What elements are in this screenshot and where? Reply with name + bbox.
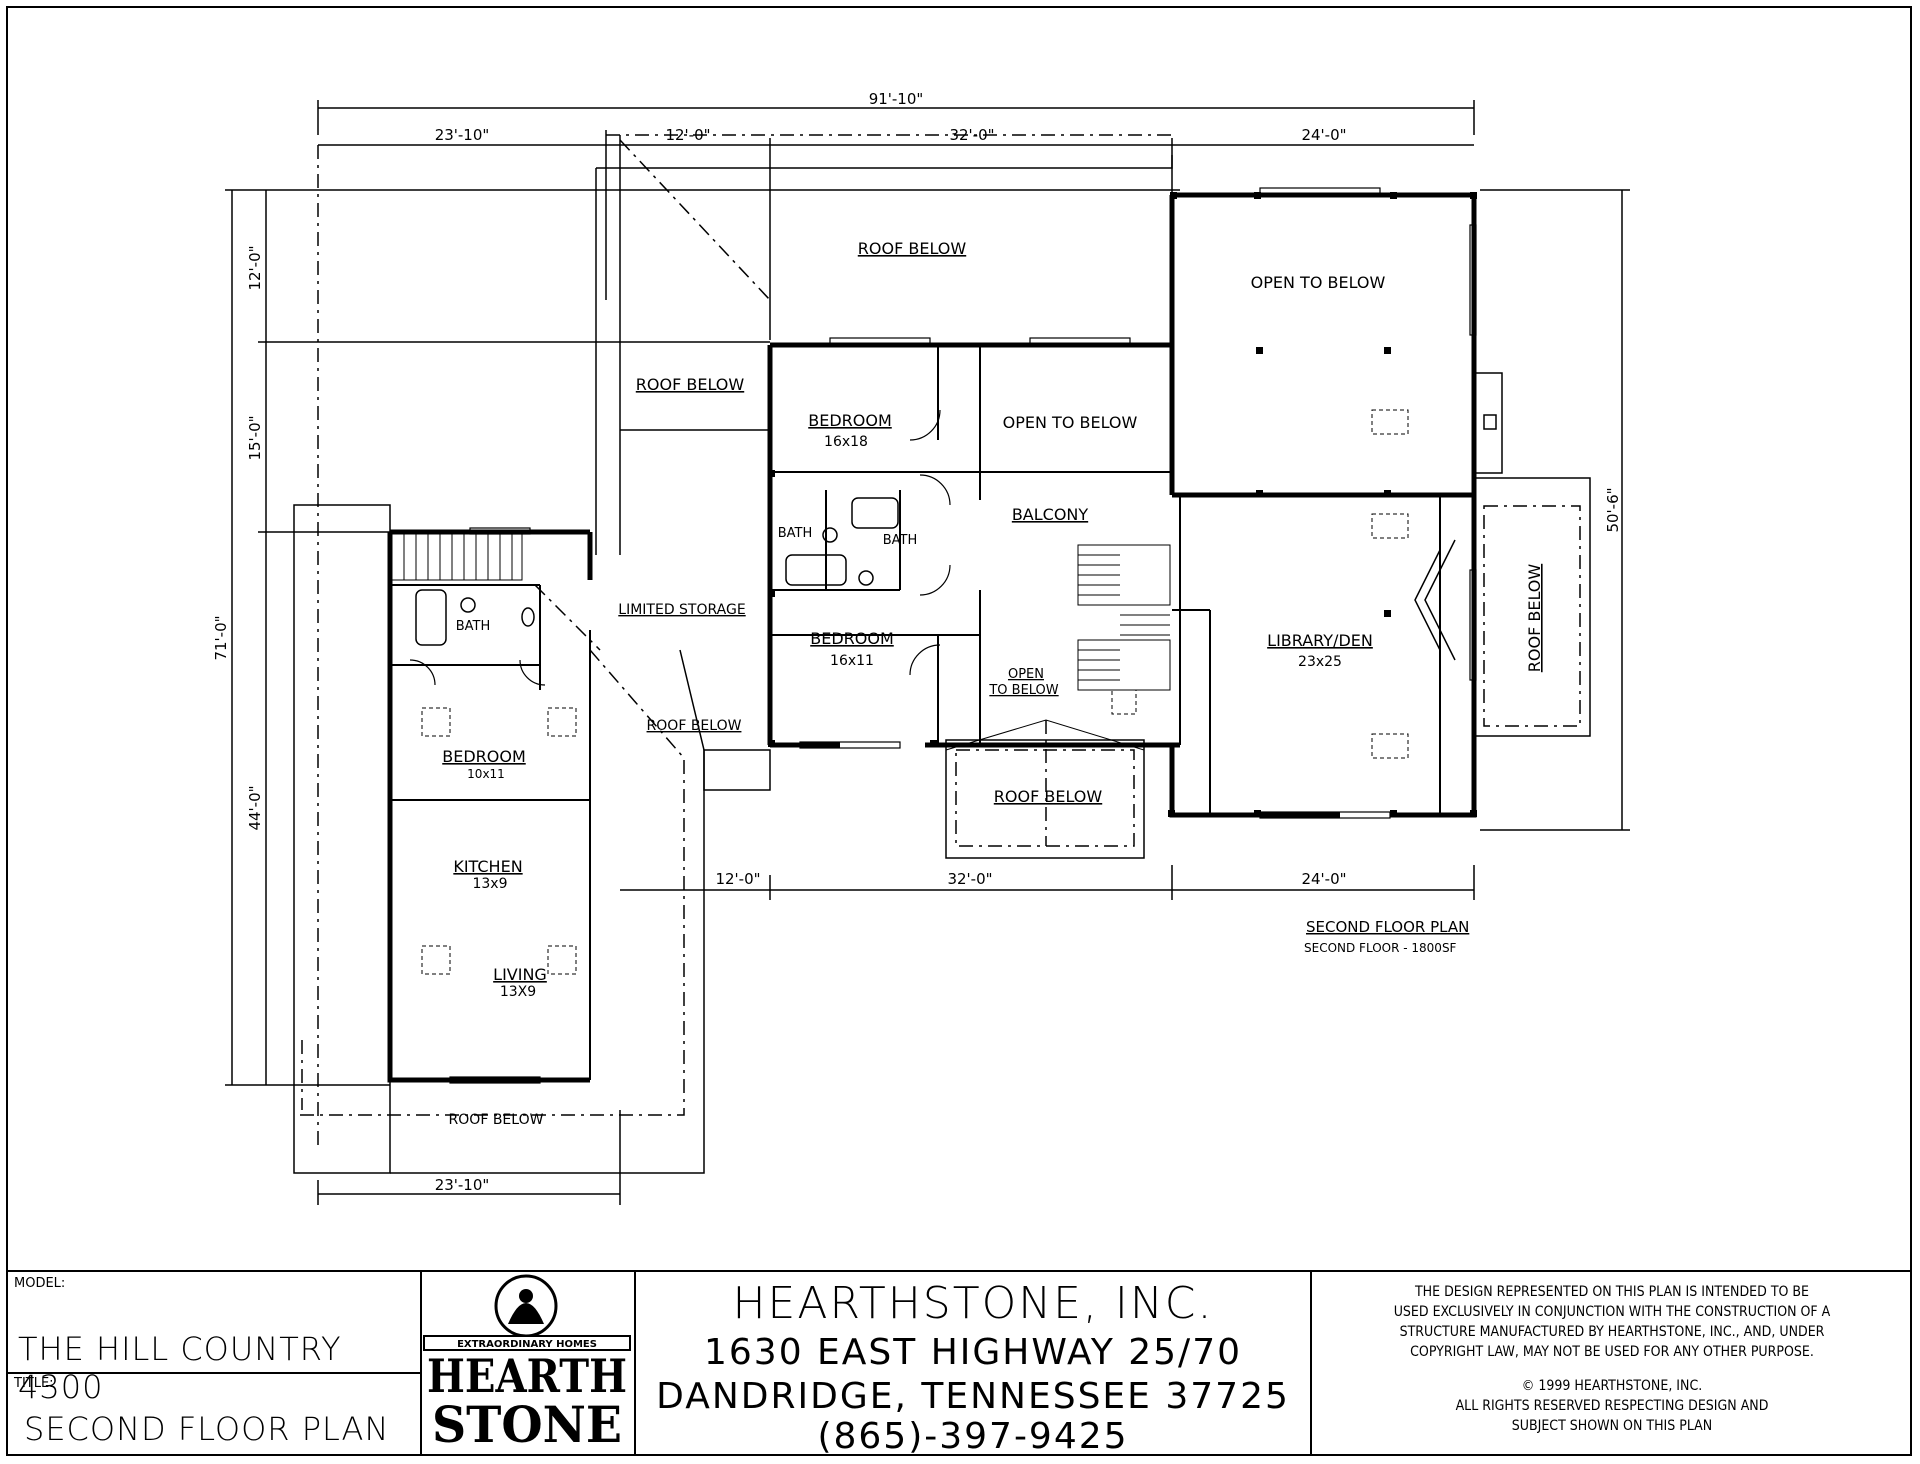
dim-left-seg3: 44'-0" xyxy=(246,785,264,830)
plan-caption-sub: SECOND FLOOR - 1800SF xyxy=(1304,941,1457,955)
label-bedroom1: BEDROOM xyxy=(808,411,892,430)
company-name: HEARTHSTONE, INC. xyxy=(732,1278,1214,1329)
structural-posts xyxy=(768,192,1477,817)
label-library-size: 23x25 xyxy=(1298,654,1342,670)
label-living-size: 13X9 xyxy=(500,984,536,1000)
plan-caption-title: SECOND FLOOR PLAN xyxy=(1306,918,1469,936)
label-balcony: BALCONY xyxy=(1012,505,1089,524)
dim-mid-seg1: 12'-0" xyxy=(715,870,760,888)
label-open-small-1: OPEN xyxy=(1008,667,1044,682)
label-limited-storage: LIMITED STORAGE xyxy=(618,602,745,618)
logo-tagline: EXTRAORDINARY HOMES xyxy=(457,1339,597,1350)
label-roof-below-left: ROOF BELOW xyxy=(636,375,745,394)
floor-plan-drawing: 91'-10" 23'-10" 12'-0" 32'-0" 24'-0" 12'… xyxy=(212,90,1630,1205)
dim-left-total: 71'-0" xyxy=(212,615,230,660)
rights-line-2: SUBJECT SHOWN ON THIS PLAN xyxy=(1511,1418,1713,1434)
roof-dashed-outlines xyxy=(300,134,1581,1145)
dim-left-seg2: 15'-0" xyxy=(246,415,264,460)
legal-line-4: COPYRIGHT LAW, MAY NOT BE USED FOR ANY O… xyxy=(1410,1344,1814,1360)
label-bedroom3-size: 10x11 xyxy=(467,767,505,781)
logo-cell: EXTRAORDINARY HOMES HEARTH STONE xyxy=(422,1272,636,1456)
legal-line-1: THE DESIGN REPRESENTED ON THIS PLAN IS I… xyxy=(1414,1284,1810,1300)
rights-line-1: ALL RIGHTS RESERVED RESPECTING DESIGN AN… xyxy=(1455,1398,1769,1414)
legal-line-2: USED EXCLUSIVELY IN CONJUNCTION WITH THE… xyxy=(1393,1304,1831,1320)
porch-lines xyxy=(945,719,1145,751)
dimension-lines-top xyxy=(317,100,1475,340)
door-swings xyxy=(409,409,951,686)
dim-mid-seg2: 32'-0" xyxy=(947,870,992,888)
dim-right-total: 50'-6" xyxy=(1604,487,1622,532)
label-kitchen: KITCHEN xyxy=(453,857,522,876)
label-roof-below-right: ROOF BELOW xyxy=(1525,564,1544,673)
address-line-1: 1630 EAST HIGHWAY 25/70 xyxy=(703,1332,1242,1373)
label-bath1: BATH xyxy=(778,526,813,541)
label-bedroom2-size: 16x11 xyxy=(830,653,874,669)
title-block: MODEL: THE HILL COUNTRY 4300 TITLE: SECO… xyxy=(6,1270,1912,1457)
windows xyxy=(449,187,1477,1084)
phone-number: (865)-397-9425 xyxy=(817,1416,1129,1457)
library-gable xyxy=(1414,372,1503,661)
dim-bottom: 23'-10" xyxy=(435,1176,490,1194)
dimension-lines-right xyxy=(1480,189,1630,831)
label-library-den: LIBRARY/DEN xyxy=(1267,631,1373,650)
label-roof-below-porch: ROOF BELOW xyxy=(994,787,1103,806)
label-roof-below-top: ROOF BELOW xyxy=(858,239,967,258)
logo-word2: STONE xyxy=(432,1395,622,1454)
label-bedroom3: BEDROOM xyxy=(442,747,526,766)
label-bedroom1-size: 16x18 xyxy=(824,434,868,450)
copyright-line: © 1999 HEARTHSTONE, INC. xyxy=(1521,1378,1703,1394)
title-value: SECOND FLOOR PLAN xyxy=(24,1410,390,1448)
dim-top-seg1: 23'-10" xyxy=(435,126,490,144)
label-bath2: BATH xyxy=(883,533,918,548)
label-roof-below-diag: ROOF BELOW xyxy=(647,718,742,734)
drawing-frame xyxy=(6,6,1912,1456)
bath-fixtures xyxy=(415,497,899,646)
title-label: TITLE: xyxy=(14,1376,54,1391)
model-label: MODEL: xyxy=(14,1276,66,1291)
label-living: LIVING xyxy=(493,965,547,984)
label-bedroom2: BEDROOM xyxy=(810,629,894,648)
dimension-lines-left xyxy=(225,189,1180,1086)
dimension-lines-middle xyxy=(317,865,1475,1205)
dim-mid-seg3: 24'-0" xyxy=(1301,870,1346,888)
stairs xyxy=(391,533,1171,691)
label-open-to-below-top: OPEN TO BELOW xyxy=(1251,273,1386,292)
label-open-to-below-mid: OPEN TO BELOW xyxy=(1003,413,1138,432)
label-bath3: BATH xyxy=(456,619,491,634)
dim-top-seg3: 32'-0" xyxy=(949,126,994,144)
label-kitchen-size: 13x9 xyxy=(472,876,507,892)
hearthstone-logo: EXTRAORDINARY HOMES HEARTH STONE xyxy=(423,1274,631,1454)
logo-word1: HEARTH xyxy=(427,1349,627,1403)
dim-top-seg4: 24'-0" xyxy=(1301,126,1346,144)
legal-line-3: STRUCTURE MANUFACTURED BY HEARTHSTONE, I… xyxy=(1399,1324,1825,1340)
dim-overall-width: 91'-10" xyxy=(869,90,924,108)
company-cell: HEARTHSTONE, INC. 1630 EAST HIGHWAY 25/7… xyxy=(636,1272,1312,1457)
model-title-cell: MODEL: THE HILL COUNTRY 4300 TITLE: SECO… xyxy=(6,1272,422,1456)
interior-walls xyxy=(390,345,1441,1080)
model-value: THE HILL COUNTRY 4300 xyxy=(18,1330,342,1406)
legal-cell: THE DESIGN REPRESENTED ON THIS PLAN IS I… xyxy=(1312,1272,1912,1456)
label-open-small-2: TO BELOW xyxy=(988,683,1058,698)
roof-outlines xyxy=(293,135,1591,1174)
address-line-2: DANDRIDGE, TENNESSEE 37725 xyxy=(656,1376,1290,1417)
ceiling-fixtures xyxy=(421,409,1409,975)
label-roof-below-bottom: ROOF BELOW xyxy=(449,1112,544,1128)
dim-top-seg2: 12'-0" xyxy=(665,126,710,144)
dim-left-seg1: 12'-0" xyxy=(246,245,264,290)
